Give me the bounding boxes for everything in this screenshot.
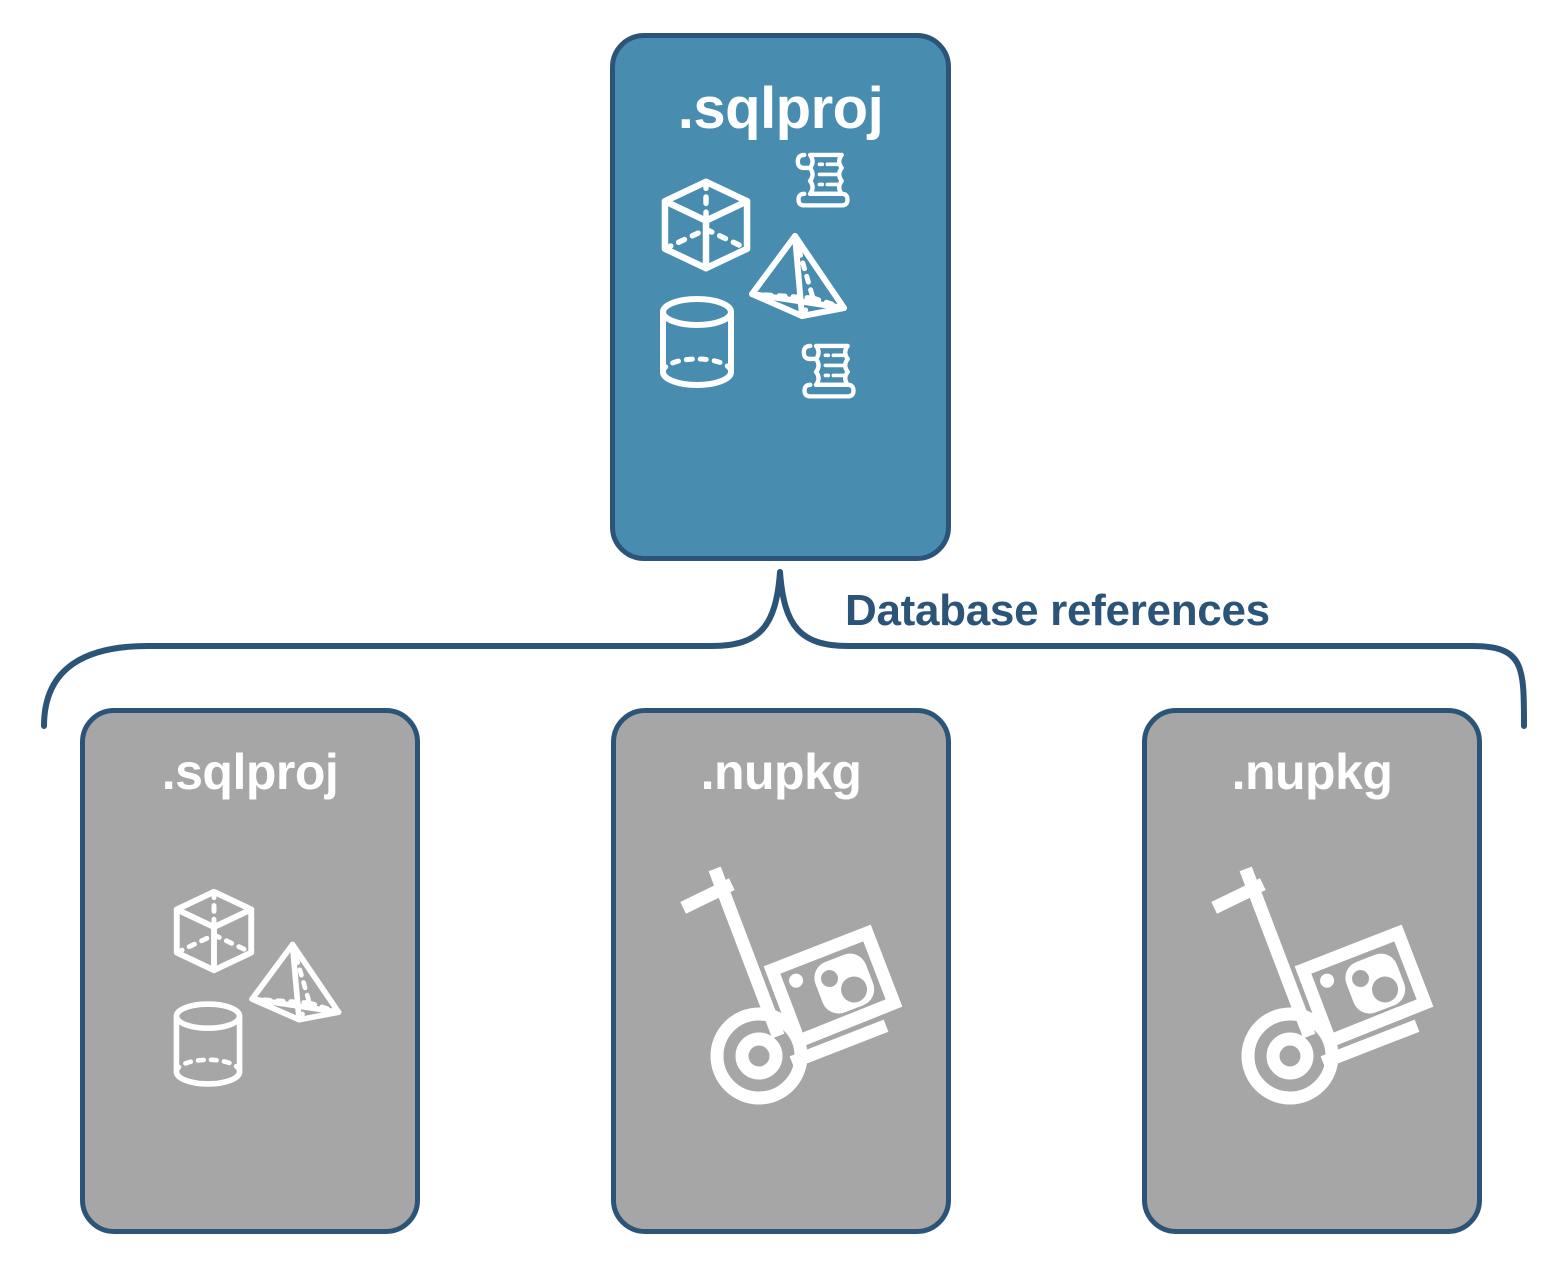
- nuget-package-dolly-icon: [680, 866, 903, 1105]
- pyramid-icon: [749, 233, 847, 319]
- scroll-icon: [801, 343, 856, 399]
- node-nupkg-reference-2[interactable]: .nupkg: [1142, 708, 1482, 1234]
- icon-group-database-objects: [85, 797, 415, 1229]
- connector-label: Database references: [845, 586, 1270, 635]
- node-title: .sqlproj: [161, 744, 339, 800]
- nuget-package-dolly-icon: [1211, 866, 1434, 1105]
- node-sqlproj-root[interactable]: .sqlproj: [610, 33, 951, 561]
- node-title: .nupkg: [1231, 744, 1393, 800]
- cube-icon: [661, 178, 751, 272]
- icon-group-nuget-package: [616, 797, 946, 1229]
- pyramid-icon: [249, 941, 342, 1023]
- node-title: .nupkg: [700, 744, 862, 800]
- cylinder-icon: [173, 1001, 243, 1087]
- icon-group-nuget-package: [1147, 797, 1477, 1229]
- icon-group-database-objects: [615, 138, 946, 556]
- node-nupkg-reference-1[interactable]: .nupkg: [611, 708, 951, 1234]
- scroll-icon: [795, 152, 850, 208]
- node-sqlproj-reference[interactable]: .sqlproj: [80, 708, 420, 1234]
- cube-icon: [173, 888, 255, 974]
- node-title: .sqlproj: [677, 76, 884, 141]
- cylinder-icon: [660, 296, 734, 388]
